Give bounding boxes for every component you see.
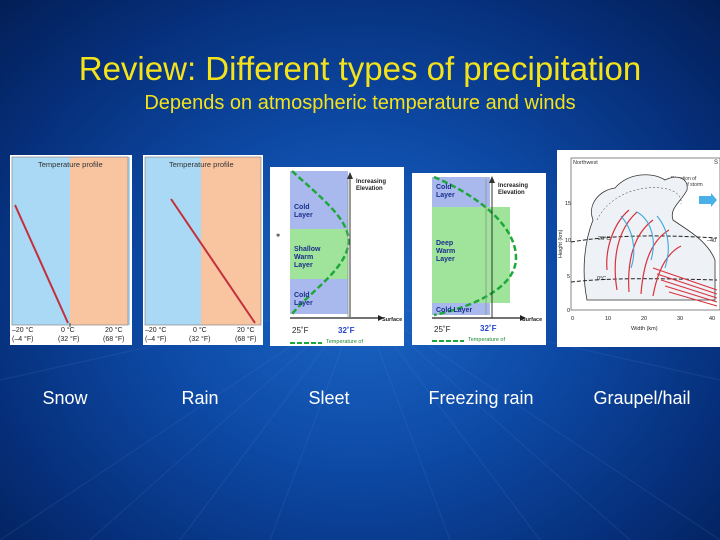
- cloud-outline: [583, 174, 716, 301]
- tick-left-c: –20 °C: [145, 326, 166, 334]
- caption-freezing-rain: Freezing rain: [428, 388, 534, 408]
- x-tick-20: 20: [641, 316, 647, 322]
- tick-mid-f: (32 °F): [58, 335, 79, 343]
- y-tick-5: 5: [567, 274, 570, 280]
- hail-storm-diagram: Northwest S Direction oftravel of storm …: [558, 157, 720, 332]
- cold-layer-top: [432, 177, 490, 207]
- elevation-text: Increasing: [498, 183, 528, 189]
- x-tick-0: 0: [571, 316, 574, 322]
- temperature-line: [14, 204, 69, 324]
- hail-panel: Northwest S Direction oftravel of storm …: [557, 150, 720, 347]
- temperature-line: [170, 198, 256, 324]
- southeast-label: S: [714, 160, 718, 166]
- height-axis-label: Height (km): [558, 229, 564, 258]
- y-tick-15: 15: [565, 201, 571, 207]
- tick-right-f: (68 °F): [235, 335, 256, 343]
- inflow-arrows: [652, 267, 718, 307]
- profile-heading: Temperature profile: [38, 160, 103, 169]
- caption-sleet: Sleet: [308, 388, 350, 408]
- northwest-label: Northwest: [573, 160, 598, 166]
- cold-layer-bottom: [432, 303, 490, 315]
- x-tick-40: 40: [709, 316, 715, 322]
- caption-graupel-hail: Graupel/hail: [593, 388, 691, 408]
- slide-subtitle: Depends on atmospheric temperature and w…: [144, 92, 576, 114]
- tick-right-c: 20 °C: [237, 326, 255, 334]
- updraft-arrows: [606, 209, 682, 297]
- zero-c-label: 0°C: [597, 276, 606, 282]
- x-tick-30: 30: [677, 316, 683, 322]
- deep-warm-layer: [432, 207, 510, 303]
- tick-left-c: –20 °C: [12, 326, 33, 334]
- temp-25f: 25˚F: [292, 326, 309, 335]
- width-axis-label: Width (km): [631, 326, 658, 332]
- rain-temperature-profile: Temperature profile –20 °C (–4 °F) 0 °C …: [144, 156, 262, 343]
- tick-mid-f: (32 °F): [189, 335, 210, 343]
- cold-layer-top: [290, 171, 348, 229]
- legend-label: Temperature of: [326, 339, 363, 345]
- svg-text:✱: ✱: [276, 233, 280, 239]
- elevation-text: Increasing: [356, 179, 386, 185]
- surface-label: Surface: [382, 317, 402, 323]
- temperature-curve: [433, 175, 518, 317]
- tick-left-f: (–4 °F): [12, 335, 33, 343]
- slide-title: Review: Different types of precipitation: [78, 50, 642, 87]
- temp-32f: 32˚F: [338, 326, 355, 335]
- cold-layer-bottom-label: Cold Layer: [436, 307, 472, 314]
- tick-right-c: 20 °C: [105, 326, 123, 334]
- snow-temperature-profile: Temperature profile –20 °C (–4 °F) 0 °C …: [11, 156, 130, 343]
- caption-snow: Snow: [42, 388, 88, 408]
- temp-25f: 25˚F: [434, 325, 451, 334]
- surface-label: Surface: [522, 317, 542, 323]
- profile-heading: Temperature profile: [169, 160, 234, 169]
- downdraft-arrows: [620, 211, 669, 269]
- warm-region: [201, 157, 261, 325]
- shallow-warm-layer: [290, 229, 348, 279]
- warm-region: [70, 157, 128, 325]
- elevation-label: Increasing Elevation: [498, 183, 530, 196]
- legend-label: Temperature of: [468, 337, 505, 343]
- minus20-label: –20°C: [595, 236, 610, 242]
- snow-panel: Temperature profile –20 °C (–4 °F) 0 °C …: [10, 155, 132, 345]
- isotherm-zero: [570, 278, 718, 283]
- tick-mid-c: 0 °C: [61, 326, 75, 334]
- y-tick-10: 10: [565, 238, 571, 244]
- caption-rain: Rain: [181, 388, 219, 408]
- rain-panel: Temperature profile –20 °C (–4 °F) 0 °C …: [143, 155, 263, 345]
- storm-direction-arrow: [699, 193, 717, 207]
- tick-mid-c: 0 °C: [193, 326, 207, 334]
- y-tick-0: 0: [567, 308, 570, 314]
- temp-32f: 32˚F: [480, 324, 497, 333]
- tick-left-f: (–4 °F): [145, 335, 166, 343]
- elevation-label: Increasing Elevation: [356, 179, 388, 192]
- tick-right-f: (68 °F): [103, 335, 124, 343]
- cold-layer-bottom: [290, 279, 348, 314]
- x-tick-10: 10: [605, 316, 611, 322]
- temperature-curve: [291, 170, 350, 315]
- minus40-label: –40: [707, 238, 716, 244]
